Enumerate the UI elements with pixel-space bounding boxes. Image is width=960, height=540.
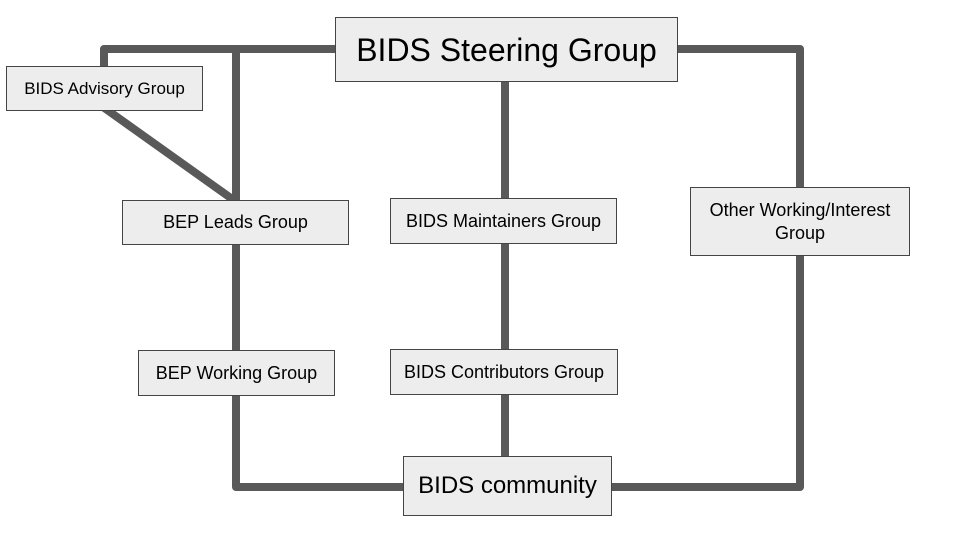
node-bids-community: BIDS community — [403, 456, 612, 516]
edge-advisory-bepleads — [100, 103, 238, 205]
edge-right-column — [610, 45, 804, 491]
node-bep-leads-group-label: BEP Leads Group — [163, 212, 308, 233]
node-bids-steering-group-label: BIDS Steering Group — [356, 31, 657, 68]
node-other-working-interest-group: Other Working/Interest Group — [690, 187, 910, 256]
node-bep-working-group: BEP Working Group — [138, 350, 335, 396]
node-bids-community-label: BIDS community — [418, 472, 597, 499]
node-bids-contributors-group: BIDS Contributors Group — [390, 349, 618, 395]
node-bep-working-group-label: BEP Working Group — [155, 362, 318, 383]
node-other-working-interest-group-label: Other Working/Interest Group — [709, 200, 891, 243]
edge-steering-advisory — [100, 45, 336, 70]
node-bids-maintainers-group-label: BIDS Maintainers Group — [405, 210, 602, 231]
node-bids-advisory-group: BIDS Advisory Group — [6, 66, 203, 111]
node-bids-advisory-group-label: BIDS Advisory Group — [24, 78, 185, 98]
node-bids-contributors-group-label: BIDS Contributors Group — [403, 361, 605, 382]
node-bids-steering-group: BIDS Steering Group — [335, 17, 678, 82]
node-bids-maintainers-group: BIDS Maintainers Group — [390, 198, 617, 244]
node-bep-leads-group: BEP Leads Group — [122, 200, 349, 245]
edge-left-column — [232, 45, 404, 491]
